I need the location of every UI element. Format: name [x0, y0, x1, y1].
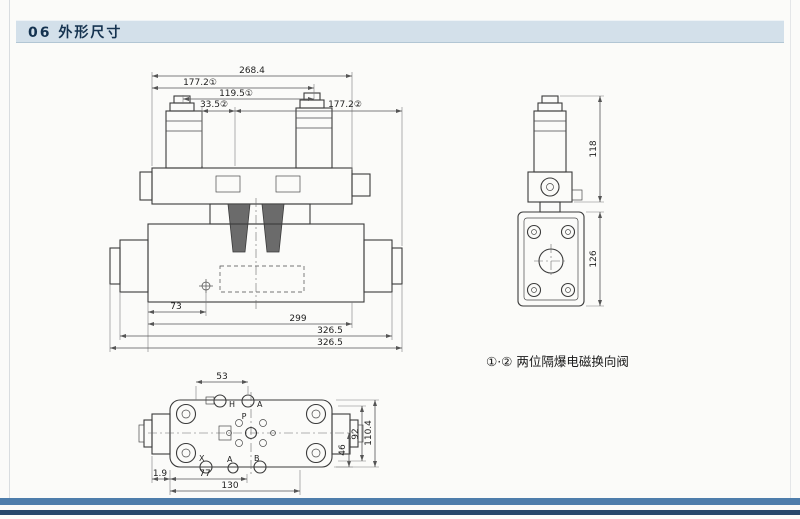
- solenoid-left: [165, 95, 203, 169]
- dim-73: 73: [170, 302, 181, 312]
- port-label-a-top: A: [257, 400, 263, 409]
- dim-177-1: 177.2①: [183, 78, 217, 88]
- dim-119-5: 119.5①: [219, 89, 253, 99]
- footer-blue-band: [0, 498, 800, 505]
- dim-126: 126: [589, 250, 599, 267]
- port-label-p: P: [242, 412, 247, 421]
- top-view-body: [138, 392, 364, 476]
- dim-53: 53: [216, 372, 227, 382]
- base-block: [109, 198, 403, 310]
- dim-1-9: 1.9: [153, 469, 168, 479]
- port-label-x: X: [199, 454, 205, 463]
- dim-326-a: 326.5: [317, 326, 343, 336]
- side-view-dimensions: 118 126: [560, 95, 604, 307]
- dim-177-2: 177.2②: [328, 100, 362, 110]
- dim-130: 130: [221, 481, 238, 491]
- note-text: ①·② 两位隔爆电磁换向阀: [486, 354, 629, 369]
- dim-326-b: 326.5: [317, 338, 343, 348]
- page-right-edge-line: [790, 0, 791, 498]
- page-left-edge-line: [9, 0, 10, 498]
- dim-46: 46: [338, 444, 348, 456]
- front-view-dimensions: 268.4 177.2① 119.5① 33.5② 177.2② 73 299 …: [109, 66, 403, 352]
- dim-overall-width: 268.4: [239, 66, 265, 76]
- top-view-dimensions: 53 46 92 110.4 1.9 77: [151, 372, 379, 495]
- dim-299: 299: [289, 314, 306, 324]
- port-label-b: B: [254, 454, 260, 463]
- dim-33-5: 33.5②: [200, 100, 228, 110]
- top-view-port-labels: H A P X A B: [199, 400, 263, 464]
- side-base: [517, 211, 585, 307]
- top-view: H A P X A B 53 46 92: [138, 372, 379, 495]
- section-title: 06 外形尺寸: [28, 24, 123, 41]
- side-solenoid: [527, 95, 583, 213]
- valve-body: [139, 167, 371, 205]
- solenoid-right: [295, 92, 333, 169]
- front-view: 268.4 177.2① 119.5① 33.5② 177.2② 73 299 …: [109, 66, 403, 352]
- dim-92: 92: [351, 428, 361, 439]
- section-header: 06 外形尺寸: [16, 20, 784, 43]
- footer-navy-band: [0, 510, 800, 515]
- port-label-h: H: [229, 400, 235, 409]
- port-label-a: A: [227, 455, 233, 464]
- dim-77: 77: [199, 469, 210, 479]
- dim-118: 118: [589, 140, 599, 157]
- side-view: 118 126: [517, 95, 604, 307]
- dim-110-4: 110.4: [364, 420, 374, 446]
